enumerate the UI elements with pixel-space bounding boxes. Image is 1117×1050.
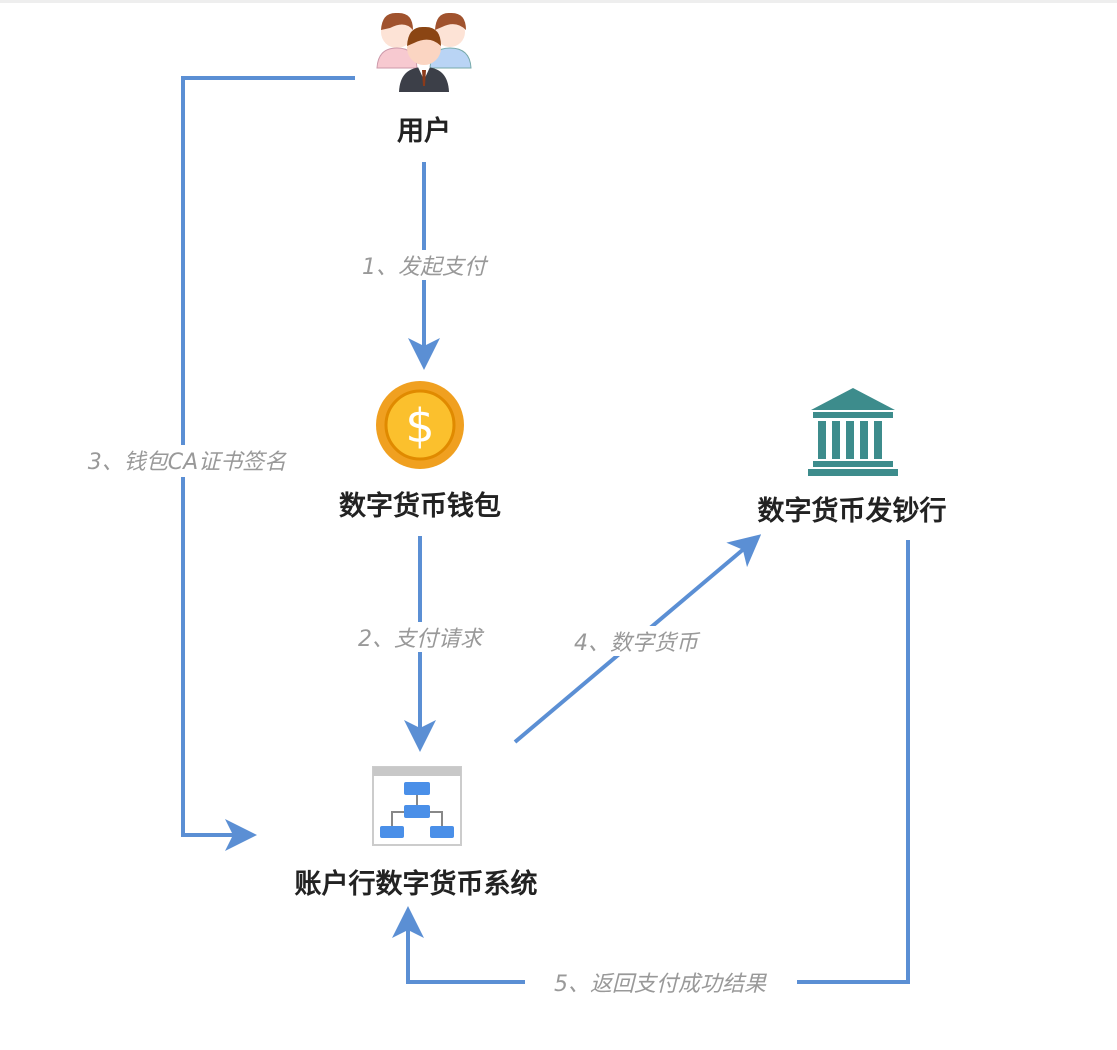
node-wallet-label: 数字货币钱包 [339,490,501,522]
dollar-coin-icon: $ [376,381,464,469]
hierarchy-icon [372,766,462,846]
edge-4-label: 4、数字货币 [574,631,701,656]
edge-2-label: 2、支付请求 [358,627,485,652]
users-icon [376,12,472,92]
edge-3-label: 3、钱包CA证书签名 [88,450,287,475]
node-user-label: 用户 [397,115,451,147]
edge-1-label: 1、发起支付 [362,255,489,280]
svg-text:$: $ [405,399,434,453]
bank-icon [808,388,898,476]
edge-5-label: 5、返回支付成功结果 [554,972,768,997]
node-issuer-label: 数字货币发钞行 [758,495,947,527]
arrow-issuer-to-system [392,540,910,984]
top-border [0,0,1117,3]
node-system-label: 账户行数字货币系统 [295,868,538,900]
